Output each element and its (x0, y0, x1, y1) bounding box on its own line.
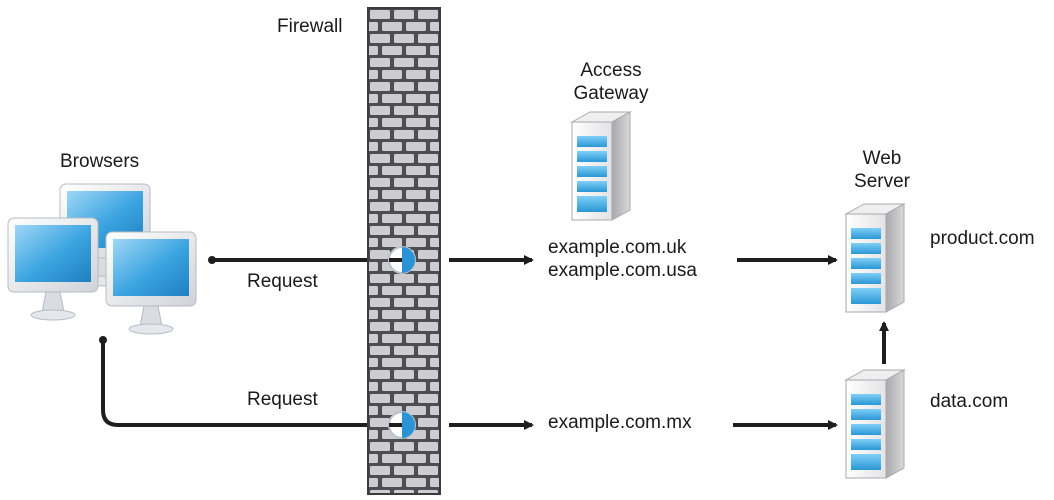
data-domain-label: data.com (930, 391, 1009, 412)
request-label-top: Request (247, 271, 318, 292)
product-web-server-icon (844, 203, 906, 313)
access-gateway-label-line1: Access (580, 60, 642, 81)
request-label-bottom: Request (247, 389, 318, 410)
domain-uk-label: example.com.uk (548, 237, 687, 258)
return-port-dot (99, 336, 107, 344)
arrow-lines (449, 255, 889, 430)
access-gateway-server-icon (570, 111, 632, 221)
request-line-bottom (101, 340, 395, 427)
domain-usa-label: example.com.usa (548, 260, 697, 281)
browser-port-dot (208, 256, 216, 264)
access-gateway-label-line2: Gateway (573, 83, 649, 104)
domain-mx-label: example.com.mx (548, 412, 692, 433)
port-hole-icon (388, 246, 416, 274)
web-server-label: Web Server (832, 147, 932, 193)
browser-monitor-left (7, 217, 99, 321)
port-hole-icon-bottom (388, 411, 416, 439)
product-domain-label: product.com (930, 228, 1035, 249)
data-web-server-icon (844, 369, 906, 479)
browser-monitor-right (105, 231, 197, 335)
web-server-label-line2: Server (854, 171, 910, 192)
web-server-label-line1: Web (862, 148, 902, 169)
firewall-label: Firewall (277, 16, 343, 37)
access-gateway-label: Access Gateway (556, 59, 666, 105)
browsers-label: Browsers (60, 151, 140, 172)
connection-lines (101, 258, 395, 427)
